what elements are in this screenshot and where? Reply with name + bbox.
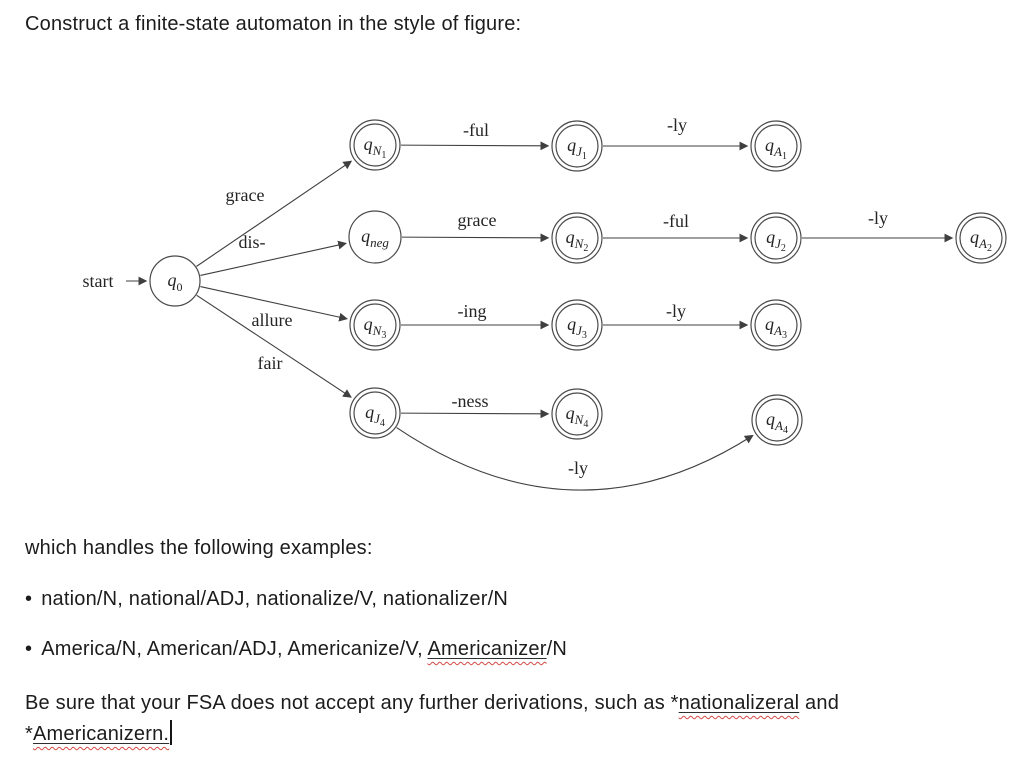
bullet-icon: • <box>25 588 33 610</box>
edge-qJ3-qA3: -ly <box>603 301 749 330</box>
misspelled-word-nationalizeral: nationalizeral <box>679 692 800 714</box>
intro-paragraph[interactable]: which handles the following examples: <box>25 537 373 559</box>
edge-qJ1-qA1: -ly <box>603 115 749 151</box>
bullet-text: nation/N, national/ADJ, nationalize/V, n… <box>41 588 509 610</box>
edge-q0-qN1: grace <box>196 160 353 267</box>
state-qJ4: qJ4 <box>349 387 401 439</box>
edge-q0-qN3: allure <box>200 286 348 330</box>
closing-text-post: and <box>799 692 840 714</box>
edge-qN2-qJ2: -ful <box>603 211 749 243</box>
edge-label: -ing <box>458 301 487 321</box>
state-label: qJ4 <box>365 402 385 429</box>
edge-label: dis- <box>239 232 266 252</box>
state-qN4: qN4 <box>551 388 603 440</box>
edge-qN1-qJ1: -ful <box>400 120 550 151</box>
state-label: qN4 <box>566 403 589 430</box>
state-label: qJ1 <box>567 135 587 162</box>
state-label: qA2 <box>970 227 992 254</box>
bullet-item-america[interactable]: • America/N, American/ADJ, Americanize/V,… <box>25 638 567 661</box>
state-label: qA1 <box>765 135 787 162</box>
question-title[interactable]: Construct a finite-state automaton in th… <box>25 13 522 35</box>
edge-label: start <box>83 271 114 291</box>
state-qN3: qN3 <box>349 299 401 351</box>
edge-qN3-qJ3: -ing <box>401 301 550 330</box>
state-qN1: qN1 <box>349 119 401 171</box>
state-qN2: qN2 <box>551 212 603 264</box>
state-qJ1: qJ1 <box>551 120 603 172</box>
edge-label: grace <box>226 185 265 205</box>
fsa-figure[interactable]: start grace dis-allure fair -ful -ly grace -ful… <box>0 0 1024 520</box>
bullet-text-pre: America/N, American/ADJ, Americanize/V, <box>41 638 428 660</box>
state-qA1: qA1 <box>750 120 802 172</box>
edge-label: grace <box>458 210 497 230</box>
edge-label: allure <box>252 310 293 330</box>
state-q0: q0 <box>149 255 201 307</box>
edge-q0-qneg: dis- <box>200 232 347 276</box>
start-arrow: start <box>83 271 148 291</box>
closing-line2-pre: * <box>25 723 33 745</box>
state-label: qA3 <box>765 314 787 341</box>
edge-q0-qJ4: fair <box>196 294 352 398</box>
state-label: qneg <box>361 226 389 250</box>
edge-qneg-qN2: grace <box>401 210 550 243</box>
edge-label: -ful <box>663 211 689 231</box>
misspelled-word-americanizern: Americanizern. <box>33 723 169 745</box>
misspelled-word-text: Americanizer <box>427 638 547 660</box>
text-cursor <box>170 720 173 745</box>
state-qA3: qA3 <box>750 299 802 351</box>
state-label: qA4 <box>766 409 788 436</box>
closing-line-1: Be sure that your FSA does not accept an… <box>25 688 839 719</box>
closing-text-pre: Be sure that your FSA does not accept an… <box>25 692 679 714</box>
edge-qJ4-qN4: -ness <box>400 391 550 419</box>
state-qA2: qA2 <box>955 212 1007 264</box>
bullet-text-post: /N <box>546 638 568 660</box>
misspelled-word-text: nationalizeral <box>678 692 800 714</box>
misspelled-word-text: Americanizern. <box>32 723 170 745</box>
fsa-diagram-svg: start grace dis-allure fair -ful -ly grace -ful… <box>83 115 1007 491</box>
edge-label: -ness <box>452 391 489 411</box>
state-qneg: qneg <box>348 210 402 264</box>
closing-line-2: *Americanizern. <box>25 719 839 750</box>
state-label: qN2 <box>566 227 589 254</box>
state-label: qN1 <box>364 134 387 161</box>
edge-label: -ly <box>667 115 687 135</box>
edge-label: -ly <box>868 208 888 228</box>
state-qJ2: qJ2 <box>750 212 802 264</box>
edge-label: -ful <box>463 120 489 140</box>
state-label: qN3 <box>364 314 387 341</box>
edge-label: fair <box>258 353 283 373</box>
edge-label: -ly <box>568 458 588 478</box>
misspelled-word-americanizer: Americanizer <box>428 638 547 660</box>
bullet-icon: • <box>25 638 33 660</box>
bullet-item-nation[interactable]: • nation/N, national/ADJ, nationalize/V, … <box>25 588 508 611</box>
state-qA4: qA4 <box>751 394 803 446</box>
state-label: q0 <box>168 270 183 294</box>
edge-qJ2-qA2: -ly <box>802 208 954 243</box>
edge-label: -ly <box>666 301 686 321</box>
state-label: qJ3 <box>567 314 587 341</box>
edge-qJ4-qA4: -ly <box>396 427 754 491</box>
closing-paragraph[interactable]: Be sure that your FSA does not accept an… <box>25 688 839 750</box>
state-label: qJ2 <box>766 227 786 254</box>
state-qJ3: qJ3 <box>551 299 603 351</box>
